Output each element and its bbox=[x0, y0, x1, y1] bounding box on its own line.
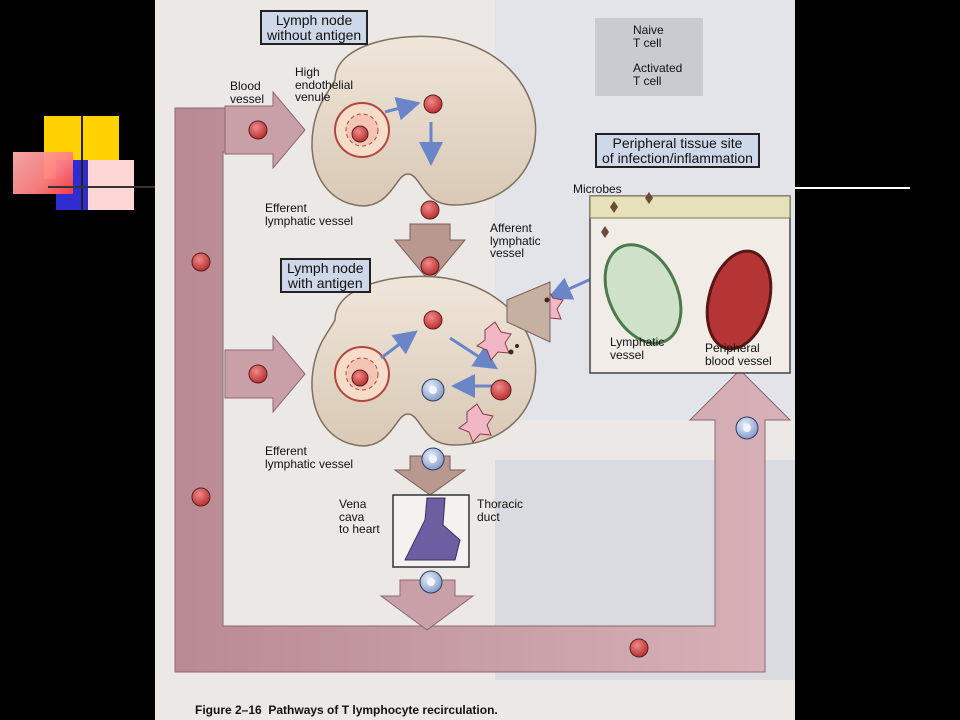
label-thoracic-duct: Thoracic duct bbox=[477, 497, 524, 524]
recirculation-diagram bbox=[155, 0, 795, 720]
efferent-arrow-1 bbox=[393, 223, 467, 283]
legend-naive: Naive T cell bbox=[633, 23, 664, 50]
figure-caption: Figure 2–16 Pathways of T lymphocyte rec… bbox=[195, 703, 498, 717]
tissue-lymphatic-vessel bbox=[603, 243, 683, 345]
label-node-with-antigen: Lymph node with antigen bbox=[280, 258, 371, 294]
legend bbox=[595, 18, 703, 96]
label-microbes: Microbes bbox=[573, 182, 622, 196]
label-blood-vessel: Blood vessel bbox=[230, 79, 265, 106]
legend-activated: Activated T cell bbox=[633, 61, 683, 88]
decor-horizontal-line-right bbox=[795, 187, 910, 189]
decor-vertical-line bbox=[81, 116, 83, 210]
figure-panel: Lymph node without antigen Lymph node wi… bbox=[155, 0, 795, 720]
label-hev: High endothelial venule bbox=[295, 65, 354, 105]
label-afferent: Afferent lymphatic vessel bbox=[490, 221, 541, 261]
decor-pink-square bbox=[88, 160, 134, 210]
epithelium-layer bbox=[589, 195, 791, 219]
efferent-arrow-2 bbox=[393, 455, 467, 496]
microbe-particles bbox=[601, 192, 653, 238]
tissue-peripheral-blood-vessel bbox=[705, 249, 773, 351]
decor-horizontal-line-left bbox=[48, 186, 156, 188]
vena-cava-shape bbox=[404, 497, 461, 561]
return-arrow-bottom bbox=[379, 579, 475, 631]
lymph-node-without-antigen bbox=[311, 35, 537, 207]
afferent-lymphatic-vessel-shape bbox=[506, 281, 551, 343]
label-lymphatic-vessel: Lymphatic vessel bbox=[610, 335, 665, 362]
label-efferent-2: Efferent lymphatic vessel bbox=[265, 444, 354, 471]
label-vena-cava: Vena cava to heart bbox=[339, 497, 380, 537]
lymph-node-with-antigen bbox=[311, 275, 537, 447]
label-peripheral-blood-vessel: Peripheral blood vessel bbox=[705, 341, 772, 368]
label-node-without-antigen: Lymph node without antigen bbox=[260, 10, 369, 46]
label-efferent-1: Efferent lymphatic vessel bbox=[265, 201, 354, 228]
label-peripheral-site: Peripheral tissue site of infection/infl… bbox=[595, 133, 760, 169]
